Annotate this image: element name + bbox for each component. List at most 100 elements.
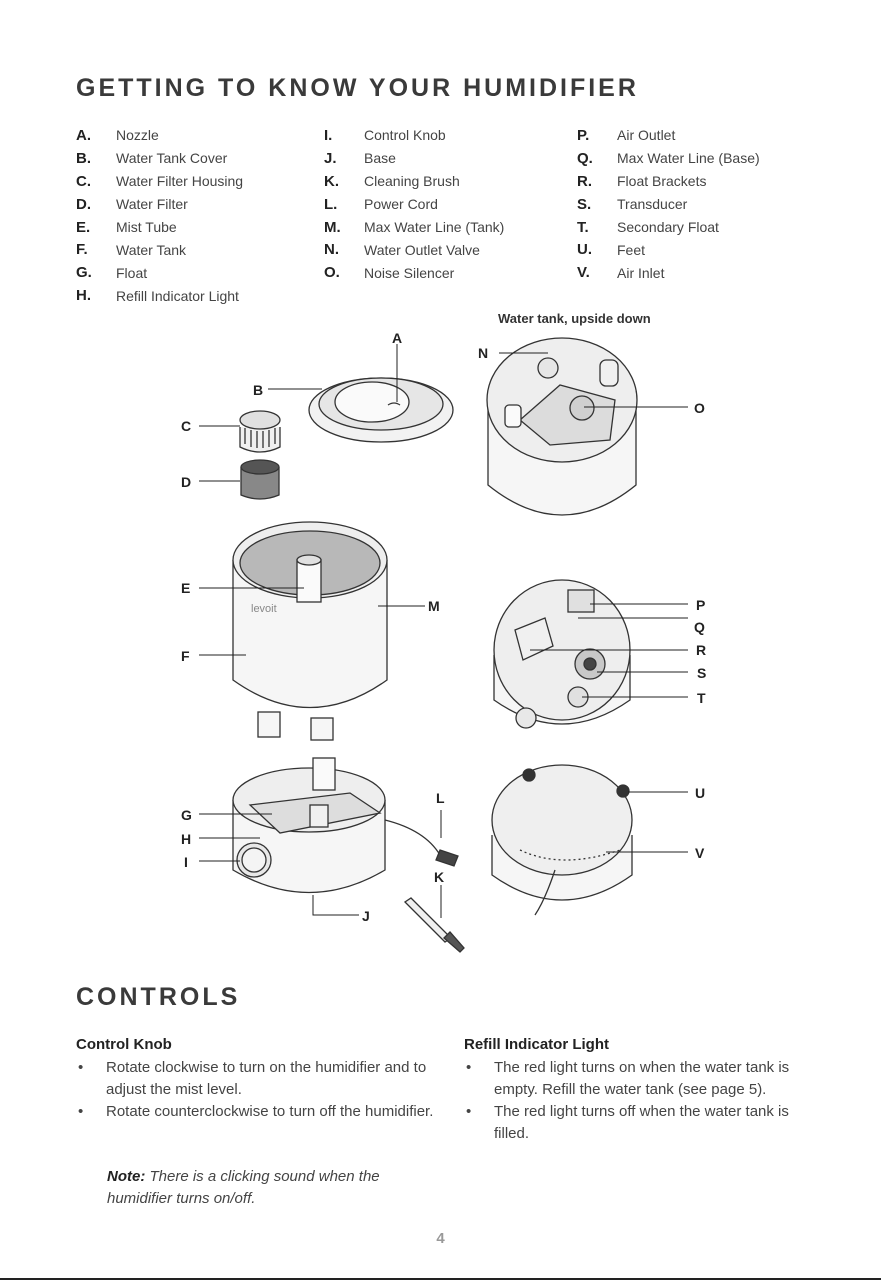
callout-c: C <box>181 418 191 434</box>
part-name: Max Water Line (Tank) <box>364 219 504 235</box>
part-letter: M. <box>324 219 364 236</box>
part-name: Water Outlet Valve <box>364 242 480 258</box>
list-item: The red light turns off when the water t… <box>464 1101 824 1145</box>
list-item: Rotate counterclockwise to turn off the … <box>76 1101 436 1123</box>
callout-j: J <box>362 908 370 924</box>
callout-q: Q <box>694 619 705 635</box>
part-item: Q.Max Water Line (Base) <box>577 147 760 170</box>
callout-g: G <box>181 807 192 823</box>
part-letter: B. <box>76 150 116 167</box>
control-knob-heading: Control Knob <box>76 1036 436 1053</box>
parts-list-col1: A.Nozzle B.Water Tank Cover C.Water Filt… <box>76 124 243 307</box>
callout-h: H <box>181 831 191 847</box>
callout-o: O <box>694 400 705 416</box>
part-name: Air Inlet <box>617 265 664 281</box>
control-knob-section: Control Knob Rotate clockwise to turn on… <box>76 1036 436 1123</box>
part-item: L.Power Cord <box>324 193 504 216</box>
diagram-svg: A B C D E F G H I J K L M N O P Q R S T … <box>0 300 881 970</box>
part-name: Float <box>116 265 147 281</box>
callout-r: R <box>696 642 706 658</box>
part-item: P.Air Outlet <box>577 124 760 147</box>
refill-indicator-list: The red light turns on when the water ta… <box>464 1057 824 1145</box>
part-name: Control Knob <box>364 127 446 143</box>
part-letter: I. <box>324 127 364 144</box>
part-name: Water Tank Cover <box>116 150 227 166</box>
brand-logo: levoit <box>251 603 277 615</box>
part-name: Secondary Float <box>617 219 719 235</box>
parts-list-col2: I.Control Knob J.Base K.Cleaning Brush L… <box>324 124 504 284</box>
callout-v: V <box>695 845 705 861</box>
refill-indicator-section: Refill Indicator Light The red light tur… <box>464 1036 824 1145</box>
page-title: GETTING TO KNOW YOUR HUMIDIFIER <box>76 74 639 103</box>
list-item: Rotate clockwise to turn on the humidifi… <box>76 1057 436 1101</box>
callout-k: K <box>434 869 444 885</box>
bottom-rule <box>0 1278 881 1280</box>
part-name: Power Cord <box>364 196 438 212</box>
base-bottom-illustration <box>492 765 632 915</box>
part-item: G.Float <box>76 261 243 284</box>
part-item: A.Nozzle <box>76 124 243 147</box>
part-letter: O. <box>324 264 364 281</box>
callout-l: L <box>436 790 445 806</box>
callout-e: E <box>181 580 190 596</box>
part-letter: Q. <box>577 150 617 167</box>
note-label: Note: <box>107 1168 145 1185</box>
callout-u: U <box>695 785 705 801</box>
note: Note: There is a clicking sound when the… <box>107 1166 427 1210</box>
part-letter: J. <box>324 150 364 167</box>
part-letter: K. <box>324 173 364 190</box>
water-tank-cover-illustration <box>309 378 453 442</box>
part-name: Float Brackets <box>617 173 706 189</box>
part-name: Cleaning Brush <box>364 173 460 189</box>
list-item: The red light turns on when the water ta… <box>464 1057 824 1101</box>
part-letter: E. <box>76 219 116 236</box>
note-text: There is a clicking sound when the humid… <box>107 1168 380 1207</box>
filter-housing-illustration <box>240 411 280 452</box>
diagram-caption: Water tank, upside down <box>498 311 651 326</box>
control-knob-list: Rotate clockwise to turn on the humidifi… <box>76 1057 436 1123</box>
part-name: Water Filter Housing <box>116 173 243 189</box>
callout-i: I <box>184 854 188 870</box>
part-letter: C. <box>76 173 116 190</box>
part-item: D.Water Filter <box>76 193 243 216</box>
part-item: F.Water Tank <box>76 238 243 261</box>
part-letter: D. <box>76 196 116 213</box>
part-letter: V. <box>577 264 617 281</box>
part-letter: A. <box>76 127 116 144</box>
water-tank-illustration <box>233 522 387 740</box>
part-name: Base <box>364 150 396 166</box>
callout-p: P <box>696 597 705 613</box>
part-name: Nozzle <box>116 127 159 143</box>
part-name: Feet <box>617 242 645 258</box>
callout-d: D <box>181 474 191 490</box>
part-letter: F. <box>76 241 116 258</box>
part-letter: G. <box>76 264 116 281</box>
part-item: O.Noise Silencer <box>324 261 504 284</box>
part-item: K.Cleaning Brush <box>324 170 504 193</box>
callout-t: T <box>697 690 706 706</box>
part-letter: T. <box>577 219 617 236</box>
part-name: Air Outlet <box>617 127 675 143</box>
refill-indicator-heading: Refill Indicator Light <box>464 1036 824 1053</box>
part-letter: U. <box>577 241 617 258</box>
part-letter: R. <box>577 173 617 190</box>
part-letter: S. <box>577 196 617 213</box>
callout-b: B <box>253 382 263 398</box>
part-item: I.Control Knob <box>324 124 504 147</box>
part-item: M.Max Water Line (Tank) <box>324 216 504 239</box>
part-item: J.Base <box>324 147 504 170</box>
part-name: Water Tank <box>116 242 186 258</box>
callout-n: N <box>478 345 488 361</box>
part-name: Noise Silencer <box>364 265 454 281</box>
part-letter: N. <box>324 241 364 258</box>
part-name: Mist Tube <box>116 219 177 235</box>
water-filter-illustration <box>241 460 279 499</box>
part-name: Water Filter <box>116 196 188 212</box>
upside-down-tank-illustration <box>487 338 637 515</box>
callout-s: S <box>697 665 706 681</box>
callout-m: M <box>428 598 440 614</box>
part-name: Transducer <box>617 196 687 212</box>
base-interior-illustration <box>494 580 630 728</box>
part-name: Max Water Line (Base) <box>617 150 760 166</box>
callout-f: F <box>181 648 190 664</box>
